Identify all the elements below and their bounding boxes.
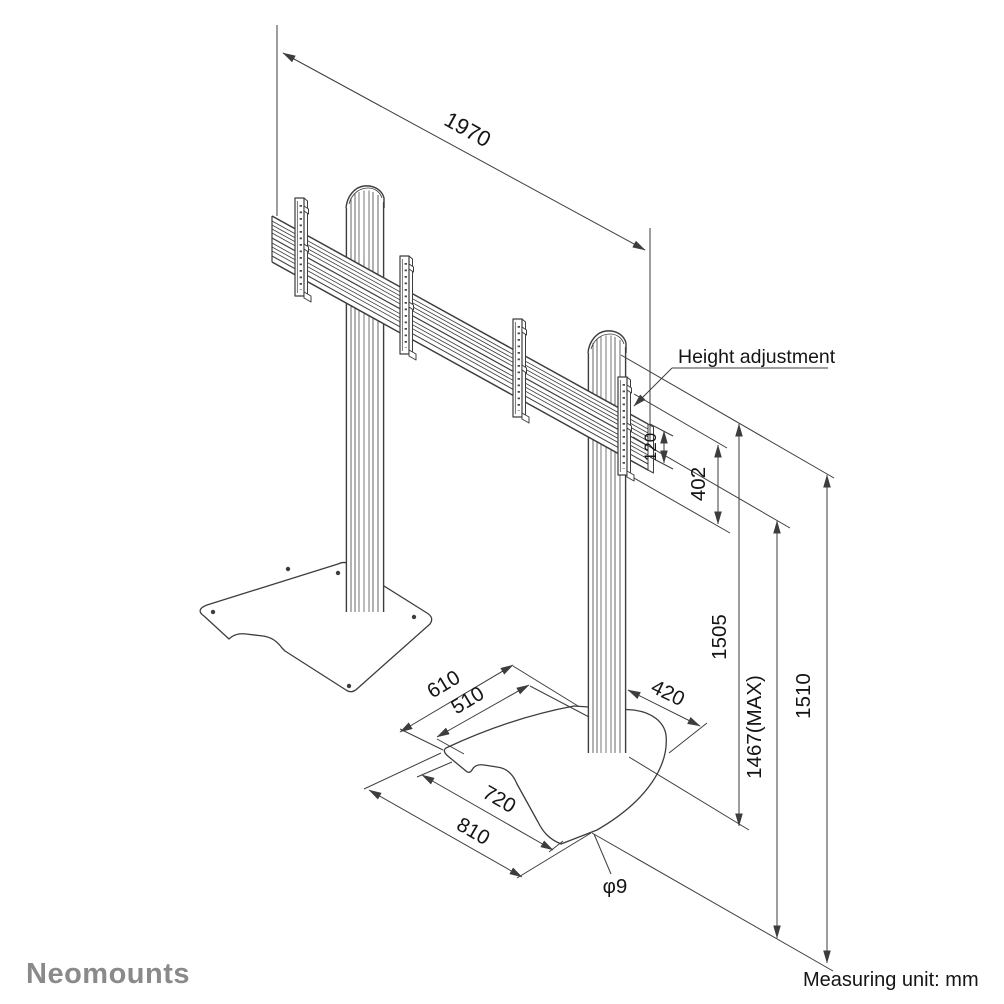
- vesa-bracket-1: [293, 196, 313, 304]
- extension-lines: [276, 25, 835, 972]
- dim-base-width-outer-label: 810: [453, 813, 494, 850]
- neomounts-logo: Neomounts: [26, 958, 190, 990]
- dimension-lines: [282, 52, 831, 964]
- vesa-bracket-3: [511, 317, 531, 425]
- dim-max-height-label: 1467(MAX): [743, 675, 766, 779]
- dim-base-offset-right-label: 420: [647, 675, 688, 711]
- measuring-unit-label: Measuring unit: mm: [803, 969, 979, 991]
- height-adjustment-callout: [633, 367, 828, 407]
- vesa-bracket-4: [616, 375, 636, 483]
- left-pole: [345, 185, 385, 612]
- dim-rail-drop-label: 402: [687, 467, 710, 501]
- rail-end-face: [647, 423, 654, 474]
- left-base-plate: [199, 561, 433, 693]
- mounting-rail: [271, 215, 654, 474]
- vesa-bracket-2: [398, 254, 418, 362]
- dim-overall-width-label: 1970: [440, 107, 495, 153]
- hole-diameter-leader: [593, 833, 612, 875]
- dim-total-height-label: 1510: [792, 673, 815, 719]
- height-adjustment-label: Height adjustment: [678, 346, 836, 368]
- dim-base-width-inner-label: 720: [479, 781, 520, 818]
- dim-pole-length-label: 1505: [708, 614, 731, 660]
- dim-hole-diameter-label: φ9: [603, 875, 628, 898]
- dim-rail-height-label: 120: [641, 433, 660, 461]
